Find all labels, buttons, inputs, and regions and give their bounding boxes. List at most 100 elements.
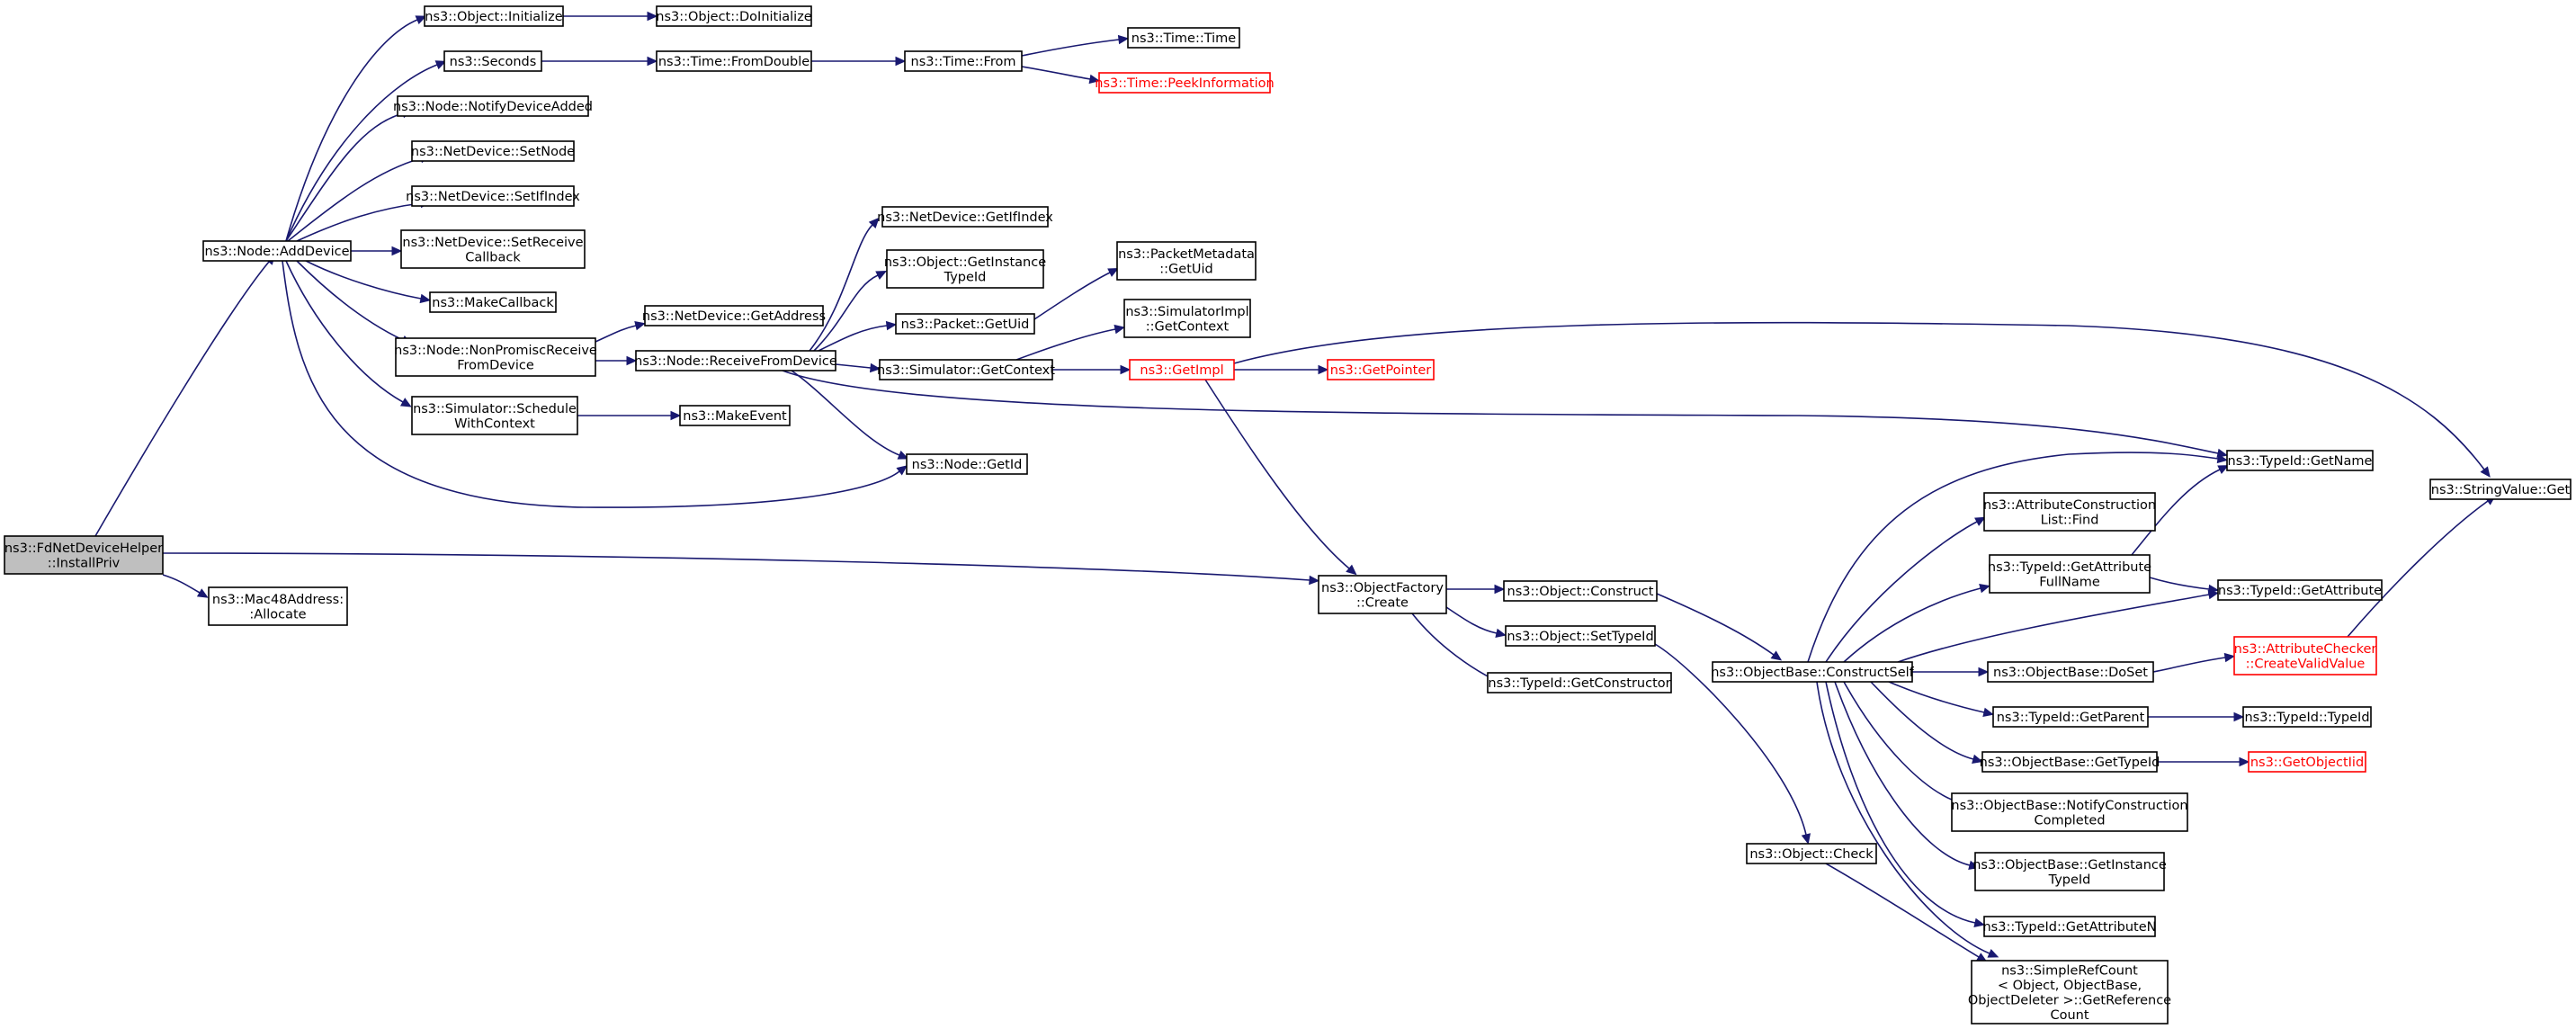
node-box (1981, 751, 2158, 773)
node-allocate[interactable]: ns3::Mac48Address::Allocate (208, 586, 348, 626)
node-box (656, 5, 812, 27)
arrowhead (1979, 584, 1990, 594)
node-label: ns3::Time::FromDouble (658, 55, 809, 69)
node-box (1098, 72, 1271, 94)
node-getconstructor[interactable]: ns3::TypeId::GetConstructor (1487, 672, 1672, 693)
node-typeidtypeid[interactable]: ns3::TypeId::TypeId (2242, 706, 2372, 728)
edge-constructself-to-typeidgetattribute (1897, 589, 2220, 663)
node-objbasegettypeid[interactable]: ns3::ObjectBase::GetTypeId (1980, 751, 2160, 773)
edge-getattrfullname-to-typeidgetname (2131, 465, 2230, 556)
node-getobjectiid[interactable]: ns3::GetObjectIid (2248, 751, 2366, 773)
node-label: Callback (465, 250, 521, 264)
node-typeidgetattribute[interactable]: ns3::TypeId::GetAttribute (2217, 579, 2383, 601)
node-simplerefcount[interactable]: ns3::SimpleRefCount< Object, ObjectBase,… (1968, 960, 2171, 1025)
edge-adddevice-to-initialize (285, 15, 427, 242)
node-label: ns3::PacketMetadata (1118, 247, 1255, 262)
edge-line (1411, 613, 1494, 680)
node-setifindex[interactable]: ns3::NetDevice::SetIfIndex (406, 185, 580, 207)
edge-line (296, 202, 422, 242)
node-setnode[interactable]: ns3::NetDevice::SetNode (411, 140, 575, 162)
node-box (679, 405, 791, 426)
edge-line (818, 325, 888, 352)
node-createvalidvalue[interactable]: ns3::AttributeChecker::CreateValidValue (2233, 636, 2377, 676)
node-box (411, 396, 578, 435)
node-box (443, 50, 542, 72)
arrowhead (2239, 756, 2250, 767)
node-seconds[interactable]: ns3::Seconds (443, 50, 542, 72)
node-simimplgetcontext[interactable]: ns3::SimulatorImpl::GetContext (1123, 299, 1251, 338)
node-objconstruct[interactable]: ns3::Object::Construct (1503, 580, 1658, 602)
node-notifydeviceadded[interactable]: ns3::Node::NotifyDeviceAdded (393, 95, 593, 117)
edge-line (1656, 593, 1775, 656)
node-stringvalueget[interactable]: ns3::StringValue::Get (2429, 479, 2572, 500)
node-fromdouble[interactable]: ns3::Time::FromDouble (656, 50, 812, 72)
node-packetgetuid[interactable]: ns3::Packet::GetUid (895, 313, 1035, 335)
node-peekinformation[interactable]: ns3::Time::PeekInformation (1095, 72, 1275, 94)
edge-line (305, 260, 422, 300)
node-makeevent[interactable]: ns3::MakeEvent (679, 405, 791, 426)
edge-nonpromisc-to-receivefromdevice (595, 355, 638, 366)
node-getifindex[interactable]: ns3::NetDevice::GetIfIndex (877, 206, 1053, 228)
node-simgetcontext[interactable]: ns3::Simulator::GetContext (877, 359, 1055, 380)
node-box (886, 249, 1044, 289)
node-box (1746, 843, 1877, 864)
node-label: TypeId (2048, 872, 2091, 887)
edge-line (1825, 521, 1978, 663)
node-label: ::InstallPriv (48, 556, 121, 570)
edge-constructself-to-getparent (1888, 681, 1994, 718)
node-timetime[interactable]: ns3::Time::Time (1127, 27, 1240, 49)
edge-line (1021, 39, 1120, 57)
edge-constructself-to-getattrfullname (1843, 584, 1990, 663)
node-adddevice[interactable]: ns3::Node::AddDevice (202, 240, 352, 262)
node-makecallback[interactable]: ns3::MakeCallback (429, 291, 557, 313)
node-label: ns3::Object::DoInitialize (656, 10, 812, 24)
node-receivefromdevice[interactable]: ns3::Node::ReceiveFromDevice (634, 350, 837, 371)
node-objcheck[interactable]: ns3::Object::Check (1746, 843, 1877, 864)
node-constructself[interactable]: ns3::ObjectBase::ConstructSelf (1711, 661, 1915, 683)
node-doinitialize[interactable]: ns3::Object::DoInitialize (656, 5, 812, 27)
edge-createvalidvalue-to-stringvalueget (2347, 495, 2497, 638)
edge-line (1834, 681, 1971, 866)
node-label: List::Find (2041, 513, 2099, 527)
edge-line (835, 363, 872, 369)
node-getattributen[interactable]: ns3::TypeId::GetAttributeN (1982, 916, 2157, 937)
node-box (1318, 575, 1447, 614)
node-getparent[interactable]: ns3::TypeId::GetParent (1992, 706, 2149, 728)
node-timefrom[interactable]: ns3::Time::From (904, 50, 1023, 72)
node-box (2248, 751, 2366, 773)
edge-packetgetuid-to-metadatagetuid (1033, 267, 1120, 320)
node-doset[interactable]: ns3::ObjectBase::DoSet (1987, 661, 2154, 683)
node-getimpl[interactable]: ns3::GetImpl (1129, 359, 1235, 380)
node-settypeid[interactable]: ns3::Object::SetTypeId (1505, 625, 1656, 647)
node-nodegetid[interactable]: ns3::Node::GetId (906, 453, 1028, 475)
node-box (1989, 554, 2151, 594)
node-factorycreate[interactable]: ns3::ObjectFactory::Create (1318, 575, 1447, 614)
arrowhead (1120, 364, 1131, 375)
node-label: ns3::SimpleRefCount (2001, 963, 2138, 978)
node-box (879, 359, 1053, 380)
edge-objconstruct-to-constructself (1656, 593, 1783, 661)
node-box (1129, 359, 1235, 380)
node-box (2242, 706, 2372, 728)
node-getaddress[interactable]: ns3::NetDevice::GetAddress (642, 305, 826, 327)
node-getpointer[interactable]: ns3::GetPointer (1327, 359, 1435, 380)
node-box (1992, 706, 2149, 728)
edge-receivefromdevice-to-getifindex (809, 217, 880, 352)
node-typeidgetname[interactable]: ns3::TypeId::GetName (2226, 450, 2374, 471)
node-initialize[interactable]: ns3::Object::Initialize (424, 5, 564, 27)
arrowhead (391, 246, 403, 256)
edge-line (285, 260, 404, 403)
node-installpriv[interactable]: ns3::FdNetDeviceHelper::InstallPriv (4, 535, 164, 575)
edge-installpriv-to-factorycreate (162, 552, 1320, 586)
edge-line (1816, 681, 1990, 954)
node-box (1487, 672, 1672, 693)
node-metadatagetuid[interactable]: ns3::PacketMetadata::GetUid (1116, 241, 1257, 281)
node-notifyconstruction[interactable]: ns3::ObjectBase::NotifyConstructionCompl… (1951, 792, 2188, 832)
